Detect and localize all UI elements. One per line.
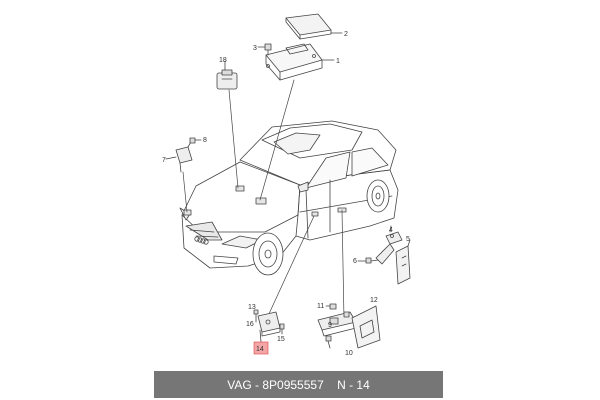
- callout-18: 18: [219, 57, 227, 64]
- callout-5: 5: [406, 236, 410, 243]
- footer-part-number: 8P0955557: [262, 377, 324, 392]
- part-info-bar: VAG - 8P0955557 N - 14: [154, 371, 443, 398]
- front-sensor-assembly: [253, 309, 285, 343]
- callout-4: 4: [389, 227, 393, 234]
- screw-part-3: [257, 43, 272, 56]
- side-sensor-assembly: [357, 225, 411, 285]
- car-illustration: [179, 120, 399, 276]
- callout-12: 12: [370, 297, 378, 304]
- callout-7: 7: [162, 157, 166, 164]
- control-unit-cover: [285, 13, 343, 40]
- callout-11: 11: [317, 303, 324, 310]
- callout-1: 1: [336, 58, 340, 65]
- callout-13: 13: [248, 304, 256, 311]
- callout-9: 9: [328, 322, 332, 329]
- footer-position: N - 14: [337, 377, 370, 392]
- footer-brand: VAG: [227, 377, 252, 392]
- part-14-highlight: [253, 341, 269, 355]
- callout-14: 14: [256, 346, 264, 353]
- airbag-control-unit: [265, 43, 335, 81]
- leader-lines: [182, 79, 345, 321]
- callout-3: 3: [253, 45, 257, 52]
- callout-6: 6: [353, 258, 357, 265]
- callout-10: 10: [345, 350, 353, 357]
- callout-8: 8: [203, 137, 207, 144]
- seat-sensor-assembly: [317, 303, 381, 349]
- callout-15: 15: [277, 336, 285, 343]
- callout-16: 16: [246, 321, 254, 328]
- sensor-part-7: [165, 137, 202, 173]
- callout-labels: 1 2 3 4 5 6 7 8 9 10 11 12 13 14 15 16 1…: [162, 31, 410, 357]
- crash-sensor-part-18: [216, 60, 238, 90]
- callout-2: 2: [344, 31, 348, 38]
